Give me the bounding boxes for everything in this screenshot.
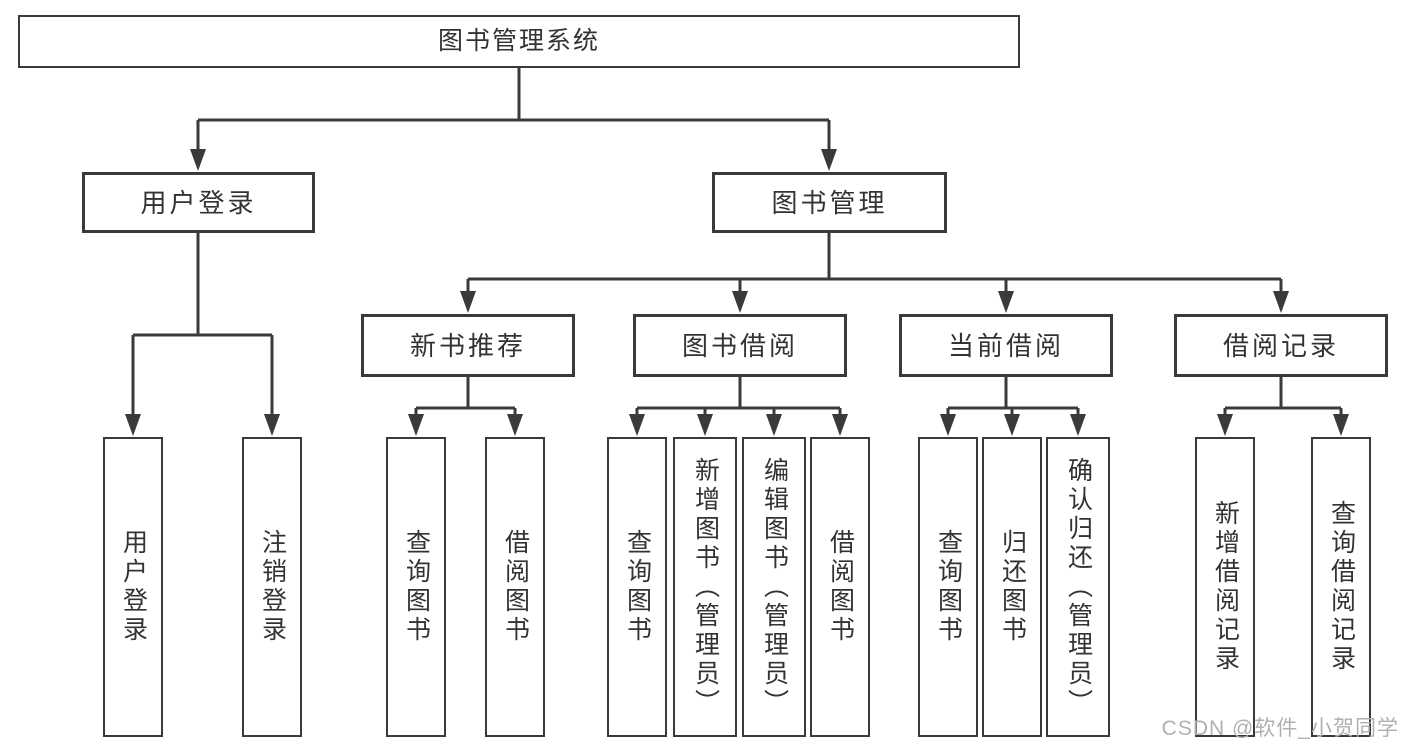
- leaf-user-login: 用户登录: [103, 437, 163, 737]
- node-book-mgmt-label: 图书管理: [771, 187, 888, 218]
- arrowhead: [460, 291, 476, 313]
- arrowhead: [697, 414, 713, 436]
- node-root: 图书管理系统: [18, 15, 1020, 68]
- leaf-add-book-admin-label: 新增图书（管理员）: [691, 456, 720, 718]
- leaf-borrow-book-2: 借阅图书: [810, 437, 870, 737]
- arrowhead: [832, 414, 848, 436]
- leaf-edit-book-admin-label: 编辑图书（管理员）: [760, 456, 789, 718]
- leaf-logout-label: 注销登录: [258, 529, 287, 645]
- leaf-return-book-label: 归还图书: [998, 529, 1027, 645]
- leaf-borrow-book-1: 借阅图书: [485, 437, 545, 737]
- connector-new-book-rec-to-children: [408, 377, 523, 436]
- connector-root-to-children: [190, 68, 837, 171]
- node-borrow-records-label: 借阅记录: [1222, 330, 1339, 361]
- leaf-query-book-3-label: 查询图书: [934, 529, 963, 645]
- arrowhead: [732, 291, 748, 313]
- node-new-book-rec-label: 新书推荐: [409, 330, 526, 361]
- arrowhead: [264, 414, 280, 436]
- arrowhead: [629, 414, 645, 436]
- leaf-add-book-admin: 新增图书（管理员）: [673, 437, 737, 737]
- node-book-borrow: 图书借阅: [633, 314, 847, 377]
- arrowhead: [1273, 291, 1289, 313]
- leaf-add-borrow-record-label: 新增借阅记录: [1211, 500, 1240, 674]
- connector-user-login-to-children: [125, 233, 280, 436]
- arrowhead: [125, 414, 141, 436]
- leaf-query-book-2-label: 查询图书: [623, 529, 652, 645]
- arrowhead: [998, 291, 1014, 313]
- node-root-label: 图书管理系统: [437, 27, 600, 55]
- arrowhead: [821, 149, 837, 171]
- arrowhead: [190, 149, 206, 171]
- node-book-mgmt: 图书管理: [712, 172, 947, 233]
- arrowhead: [408, 414, 424, 436]
- arrowhead: [940, 414, 956, 436]
- leaf-edit-book-admin: 编辑图书（管理员）: [742, 437, 806, 737]
- leaf-query-book-1-label: 查询图书: [402, 529, 431, 645]
- leaf-confirm-return-admin: 确认归还（管理员）: [1046, 437, 1110, 737]
- leaf-query-book-1: 查询图书: [386, 437, 446, 737]
- leaf-user-login-label: 用户登录: [119, 529, 148, 645]
- connector-current-borrow-to-children: [940, 377, 1086, 436]
- leaf-borrow-book-1-label: 借阅图书: [501, 529, 530, 645]
- leaf-add-borrow-record: 新增借阅记录: [1195, 437, 1255, 737]
- node-current-borrow-label: 当前借阅: [947, 330, 1064, 361]
- csdn-watermark: CSDN @软件_小贺同学: [1161, 717, 1399, 740]
- leaf-return-book: 归还图书: [982, 437, 1042, 737]
- leaf-borrow-book-2-label: 借阅图书: [826, 529, 855, 645]
- arrowhead: [766, 414, 782, 436]
- arrowhead: [1217, 414, 1233, 436]
- arrowhead: [1070, 414, 1086, 436]
- leaf-query-borrow-record-label: 查询借阅记录: [1327, 500, 1356, 674]
- arrowhead: [1333, 414, 1349, 436]
- arrowhead: [1004, 414, 1020, 436]
- node-book-borrow-label: 图书借阅: [681, 330, 798, 361]
- node-user-login: 用户登录: [82, 172, 315, 233]
- node-borrow-records: 借阅记录: [1174, 314, 1388, 377]
- arrowhead: [507, 414, 523, 436]
- node-new-book-rec: 新书推荐: [361, 314, 575, 377]
- leaf-query-borrow-record: 查询借阅记录: [1311, 437, 1371, 737]
- node-current-borrow: 当前借阅: [899, 314, 1113, 377]
- connector-book-mgmt-to-children: [460, 233, 1289, 313]
- node-user-login-label: 用户登录: [140, 187, 257, 218]
- leaf-confirm-return-admin-label: 确认归还（管理员）: [1064, 456, 1093, 718]
- leaf-query-book-3: 查询图书: [918, 437, 978, 737]
- connector-borrow-records-to-children: [1217, 377, 1349, 436]
- leaf-logout: 注销登录: [242, 437, 302, 737]
- connector-book-borrow-to-children: [629, 377, 848, 436]
- leaf-query-book-2: 查询图书: [607, 437, 667, 737]
